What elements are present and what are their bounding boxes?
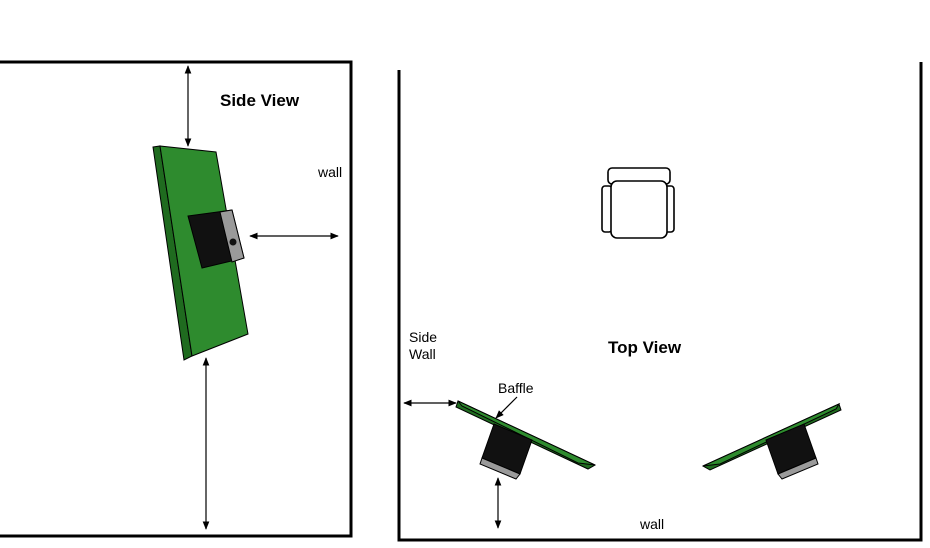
top-view-panel: Top View Side Wall Baffle wa — [397, 62, 923, 542]
side-speaker-icon — [187, 209, 245, 269]
side-view-wall-label: wall — [317, 164, 342, 180]
baffle-pointer-arrow — [495, 396, 518, 419]
armchair-icon — [601, 167, 675, 239]
left-speaker-icon — [479, 423, 533, 480]
left-baffle-board — [455, 400, 597, 470]
baffle-label: Baffle — [498, 380, 534, 396]
side-view-room-outline — [0, 60, 353, 538]
right-speaker-icon — [765, 423, 819, 480]
top-view-title: Top View — [608, 338, 682, 357]
side-view-panel: Side View wall — [0, 60, 353, 538]
side-wall-label-line1: Side — [409, 329, 437, 345]
top-view-room-outline — [397, 62, 923, 542]
side-view-title: Side View — [220, 91, 300, 110]
top-view-wall-label: wall — [639, 516, 664, 532]
side-wall-label-line2: Wall — [409, 346, 436, 362]
